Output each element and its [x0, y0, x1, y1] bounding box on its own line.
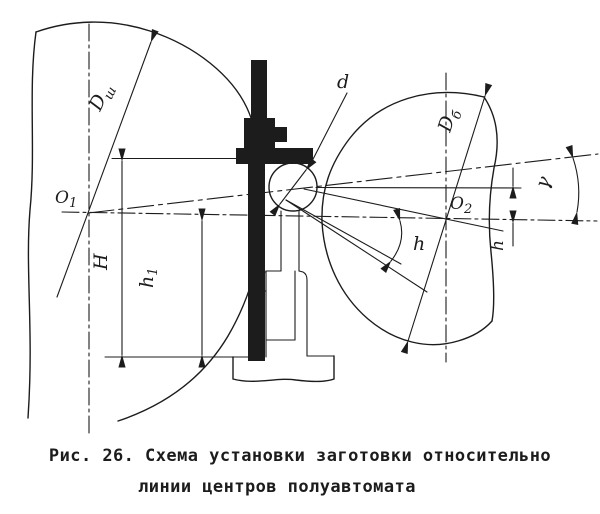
lower-fan-line-inner [285, 199, 402, 265]
inclination-angle-label: γ [531, 173, 556, 192]
roller-to-workpiece-center-line [303, 188, 504, 232]
workpiece-diameter-label: Dб [434, 106, 466, 137]
offset-height-label: h [488, 240, 508, 251]
indicator-rod-lower [248, 164, 265, 361]
stand-base [232, 355, 335, 383]
indicator-rod-upper [251, 60, 267, 122]
clamp-knob [274, 127, 287, 142]
workpiece-break-line [483, 96, 498, 322]
stand-bracket-left [265, 270, 282, 358]
roller-diameter-label: d [337, 71, 349, 93]
roller-diameter-leader [308, 92, 348, 168]
workpiece-center-label: O2 [450, 194, 472, 217]
diagram-canvas: O1 O2 Dш Dб d H h1 h h γ [27, 21, 599, 434]
offset-angle-label: h [413, 233, 425, 255]
wheel-center-label: O1 [55, 188, 77, 211]
rest-height-label: H [90, 253, 112, 271]
wheel-diameter-arrow [56, 29, 159, 298]
measuring-arm [236, 148, 313, 164]
roller-diameter-arrow [269, 157, 317, 217]
figure-caption: Рис. 26. Схема установки заготовки относ… [0, 441, 600, 503]
wheel-diameter-label: Dш [84, 80, 120, 117]
wheel-break-line [27, 31, 37, 419]
centers-height-label: h1 [136, 267, 161, 288]
grinding-wheel-arc [35, 21, 265, 422]
machine-centers-line [61, 211, 598, 222]
offset-angle-arc [380, 207, 403, 274]
inclination-angle-arc [565, 145, 580, 225]
stand-bracket-right [298, 270, 308, 357]
caption-line-1: Рис. 26. Схема установки заготовки относ… [48, 446, 552, 466]
wheel-to-roller-axis-line [87, 153, 599, 214]
workpiece-diameter-arrow [400, 82, 493, 355]
roller-center-horizontal-line [315, 186, 522, 189]
clamp-block [244, 118, 275, 151]
caption-line-2: линии центров полуавтомата [138, 477, 416, 497]
